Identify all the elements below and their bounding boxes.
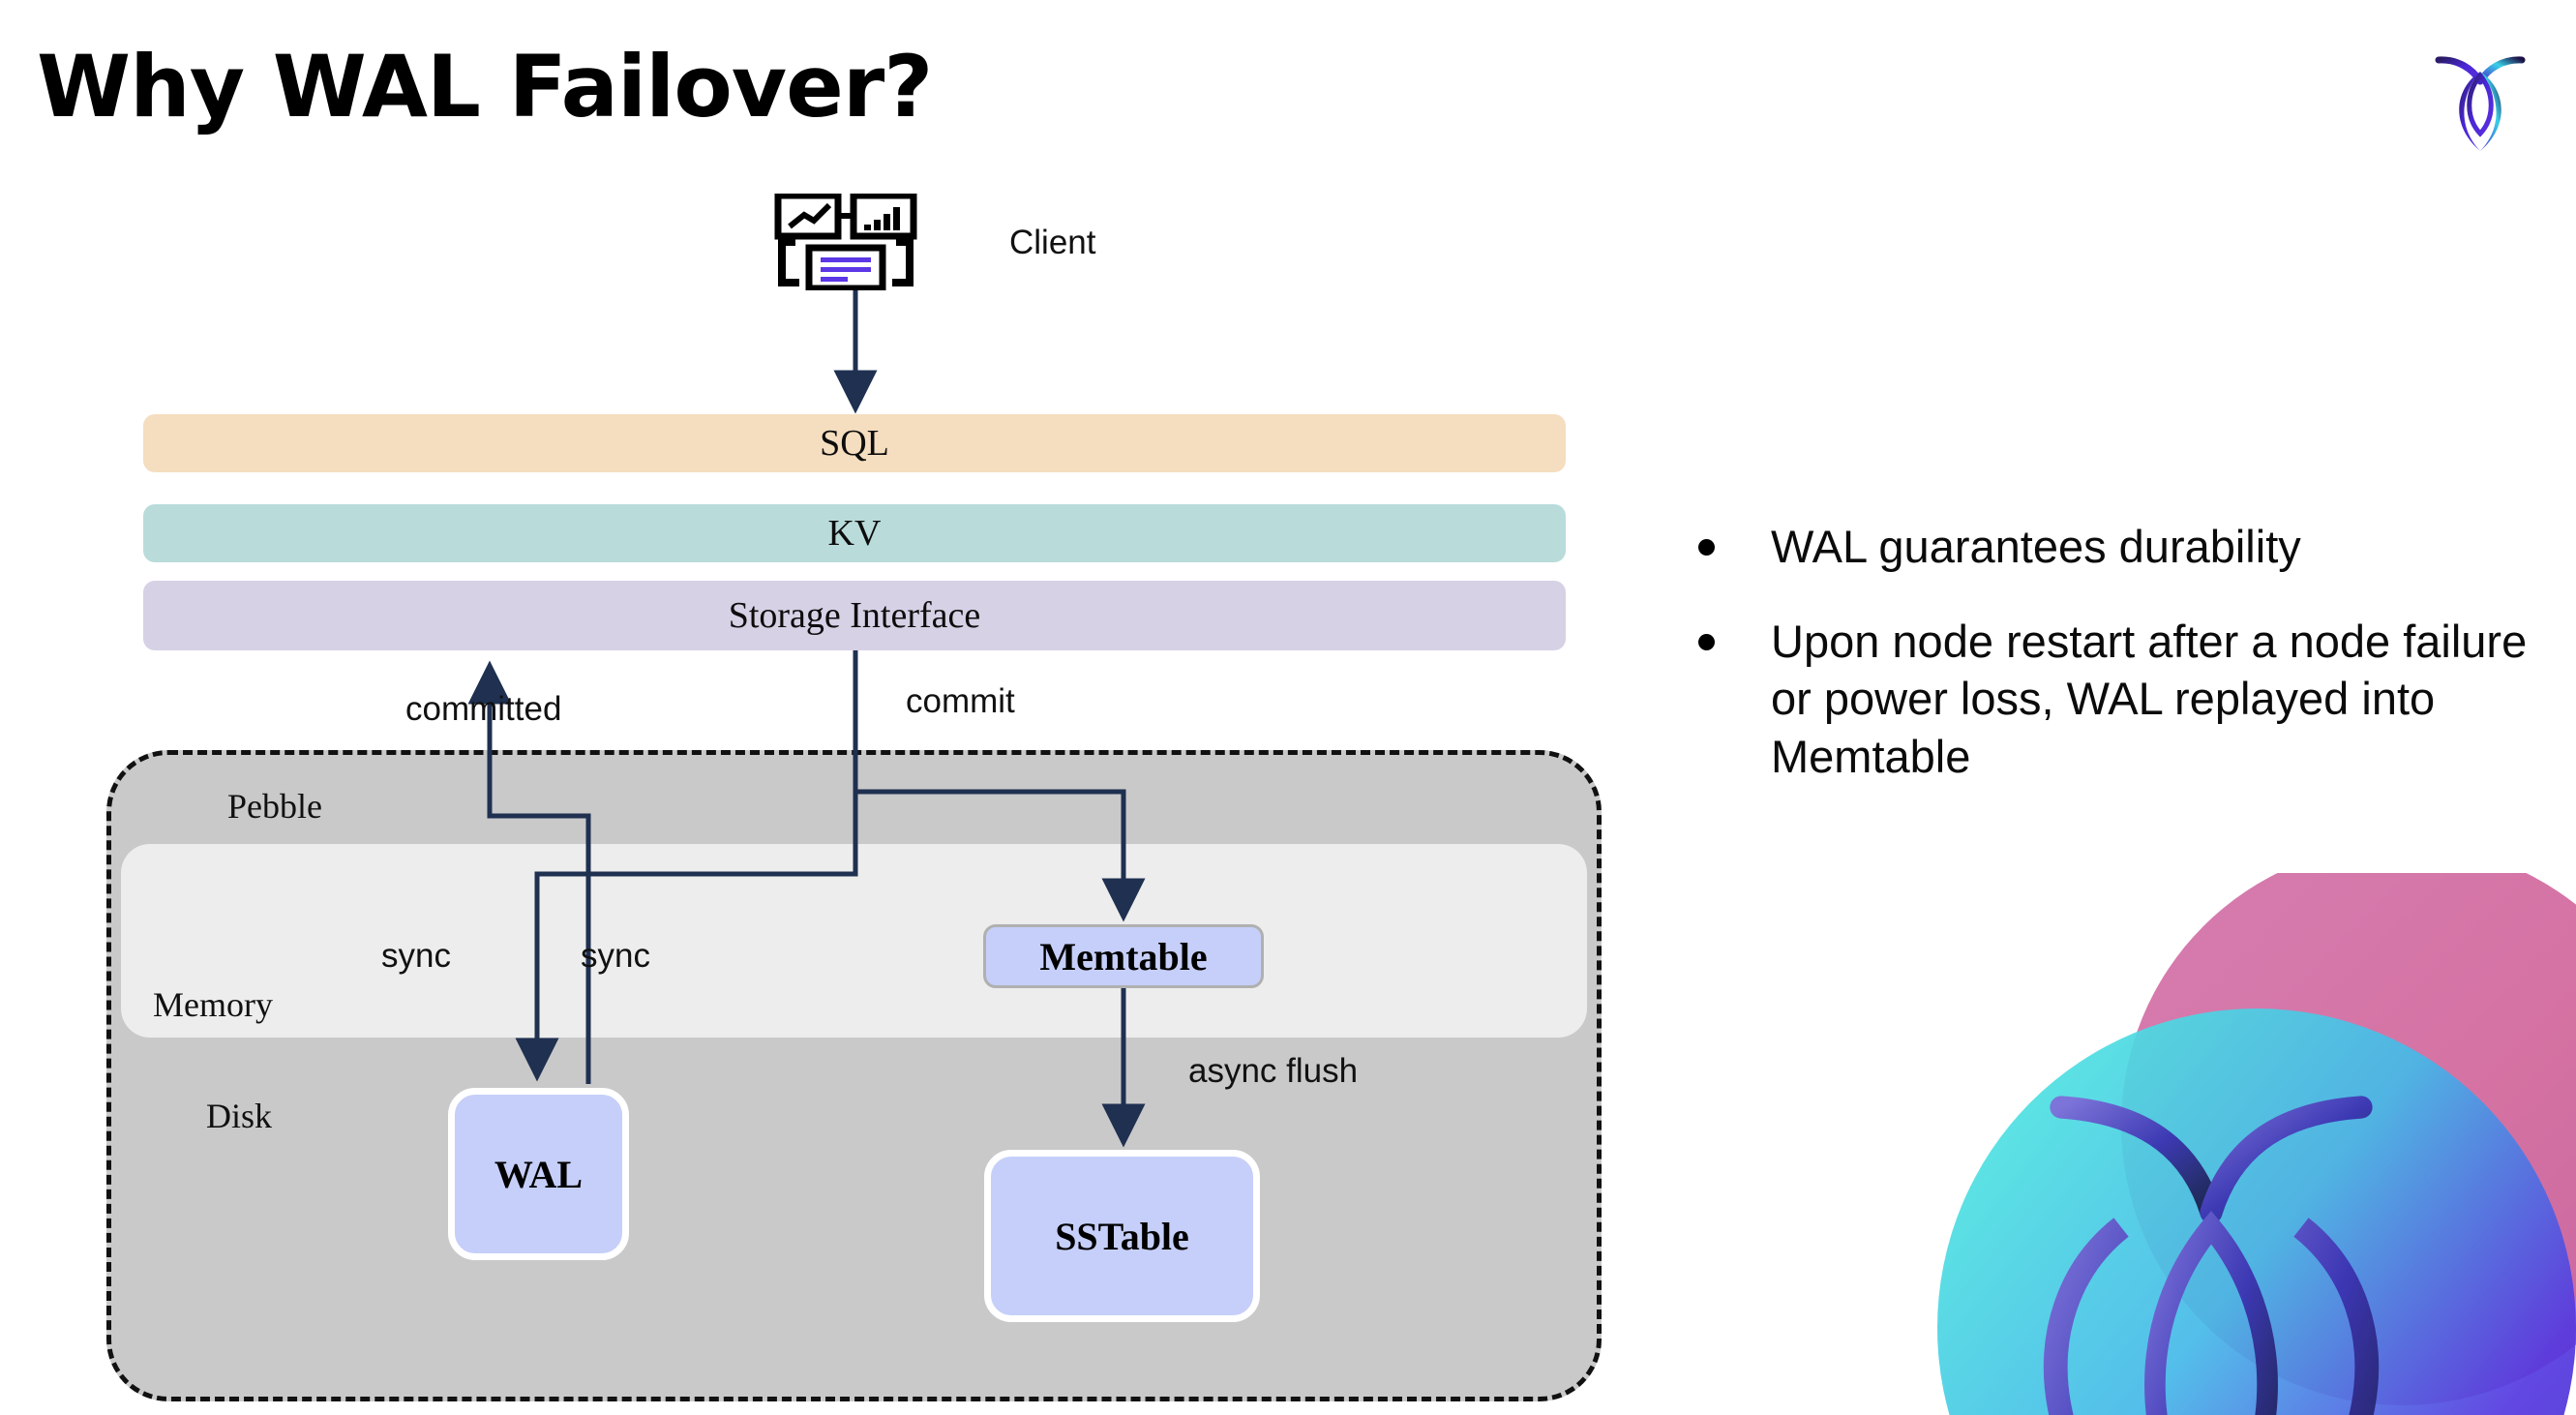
edge-label-async-flush: async flush xyxy=(1188,1052,1359,1090)
layer-bar-storage-label: Storage Interface xyxy=(728,595,981,636)
list-item: WAL guarantees durability xyxy=(1698,518,2531,576)
pebble-label: Pebble xyxy=(227,787,322,826)
bullet-dot-icon xyxy=(1698,539,1715,556)
layer-bar-sql-label: SQL xyxy=(820,423,889,464)
bullet-dot-icon xyxy=(1698,633,1715,650)
node-sstable-label: SSTable xyxy=(1055,1214,1189,1258)
memory-zone-panel xyxy=(121,844,1587,1038)
edge-label-commit: commit xyxy=(906,682,1015,720)
architecture-diagram: Client SQL KV Storage Interface Pebble M… xyxy=(106,192,1602,1401)
bullet-text: WAL guarantees durability xyxy=(1771,521,2301,572)
bullet-text: Upon node restart after a node failure o… xyxy=(1771,615,2528,783)
edge-label-committed: committed xyxy=(405,690,562,728)
node-memtable[interactable]: Memtable xyxy=(983,924,1264,988)
layer-bar-kv-label: KV xyxy=(827,513,882,554)
edge-label-sync-right: sync xyxy=(581,937,650,975)
edge-label-sync-left: sync xyxy=(381,937,451,975)
node-wal-label: WAL xyxy=(494,1152,584,1196)
bullet-list: WAL guarantees durability Upon node rest… xyxy=(1698,518,2531,823)
layer-bar-storage-interface[interactable]: Storage Interface xyxy=(143,581,1566,650)
cockroachdb-logo-icon xyxy=(2417,37,2543,163)
client-label: Client xyxy=(1009,224,1096,261)
node-sstable[interactable]: SSTable xyxy=(984,1150,1260,1322)
layer-bar-kv[interactable]: KV xyxy=(143,504,1566,562)
memory-label: Memory xyxy=(153,985,273,1024)
disk-label: Disk xyxy=(206,1097,273,1135)
layer-bar-sql[interactable]: SQL xyxy=(143,414,1566,472)
client-terminal-icon xyxy=(774,192,934,292)
decorative-gradient-circles xyxy=(1802,873,2576,1415)
node-wal[interactable]: WAL xyxy=(448,1088,629,1260)
node-memtable-label: Memtable xyxy=(1039,934,1208,978)
page-title: Why WAL Failover? xyxy=(37,37,933,136)
list-item: Upon node restart after a node failure o… xyxy=(1698,613,2531,786)
